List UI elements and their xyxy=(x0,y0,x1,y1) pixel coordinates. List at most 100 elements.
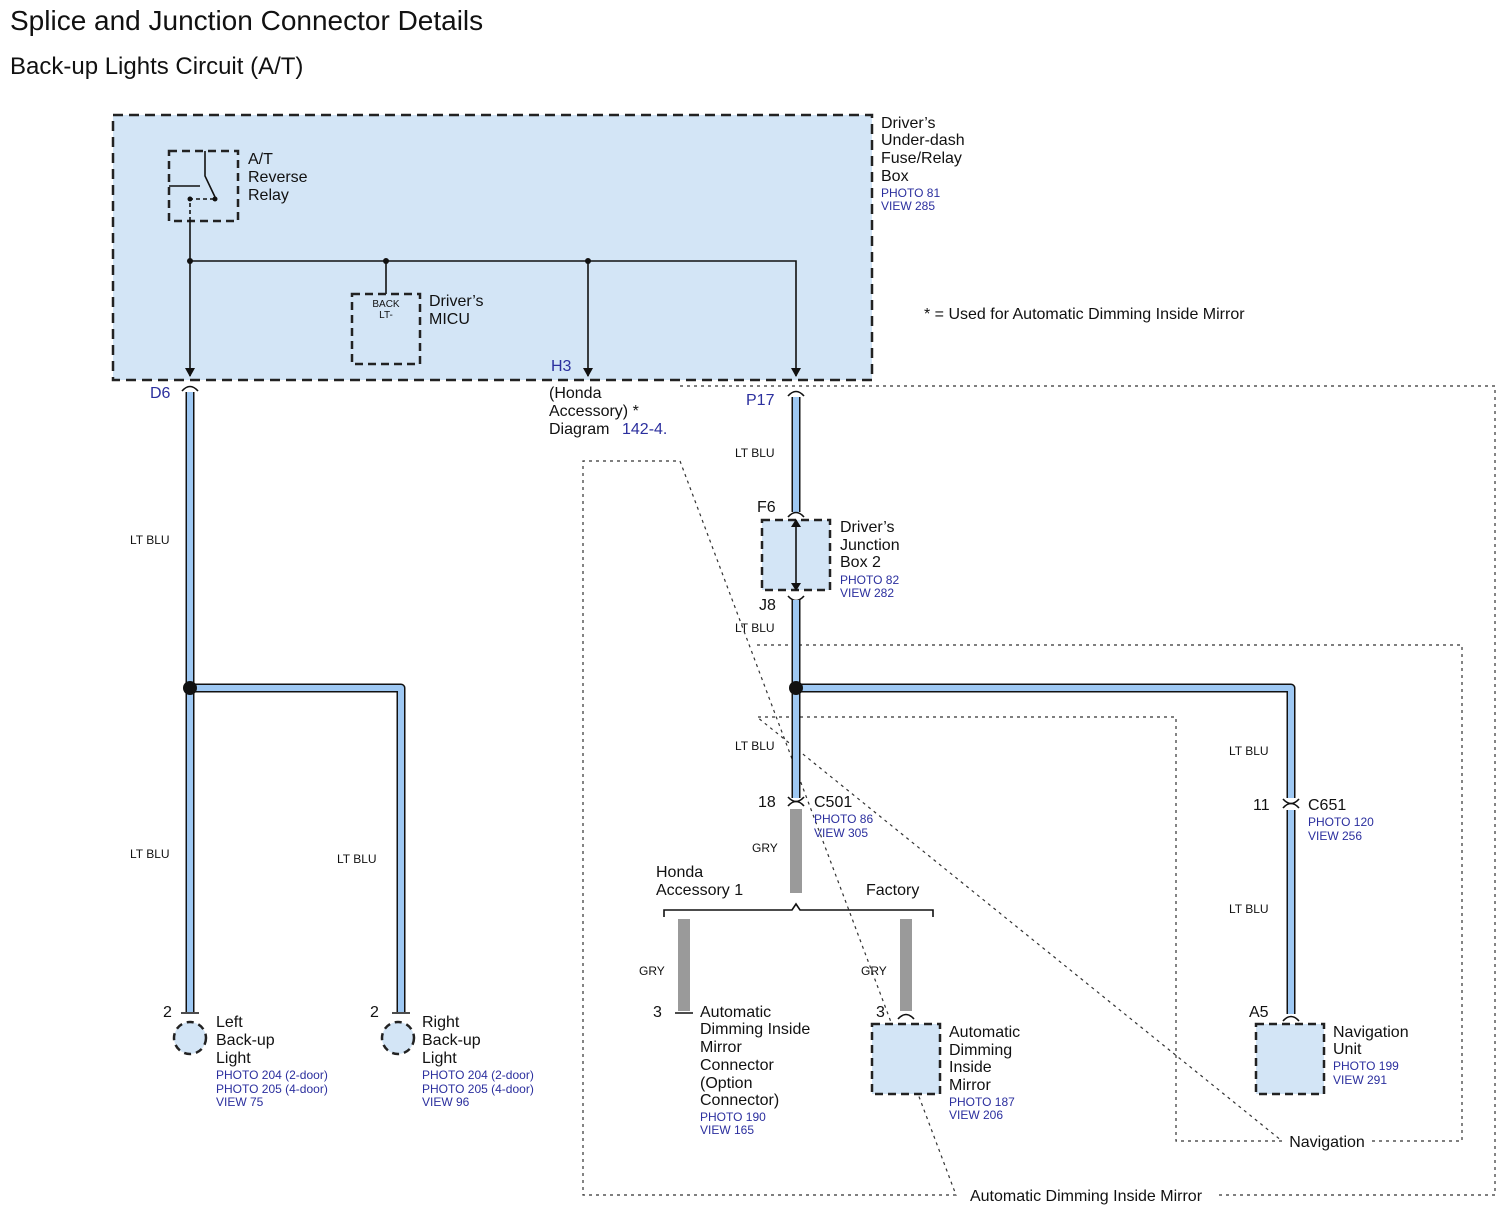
connector-mark xyxy=(181,385,199,392)
svg-text:VIEW 96: VIEW 96 xyxy=(422,1095,470,1109)
option-bracket xyxy=(663,902,934,917)
svg-text:Light: Light xyxy=(216,1050,251,1067)
bus-node xyxy=(383,258,389,264)
svg-text:Connector): Connector) xyxy=(700,1092,779,1109)
svg-text:Under-dash: Under-dash xyxy=(881,132,965,149)
c651-name: C651 xyxy=(1308,797,1346,814)
reverse-relay-box xyxy=(167,149,240,223)
mirror-connector-name: Automatic Dimming Inside Mirror Connecto… xyxy=(700,1004,810,1137)
connector-mark xyxy=(787,390,805,397)
pin-number: 2 xyxy=(163,1004,172,1021)
svg-text:PHOTO 205 (4-door): PHOTO 205 (4-door) xyxy=(216,1082,328,1096)
wire-color-label: LT BLU xyxy=(735,621,775,635)
pin-number: 2 xyxy=(370,1004,379,1021)
svg-text:VIEW 291: VIEW 291 xyxy=(1333,1073,1387,1087)
arrow-icon xyxy=(185,368,195,377)
svg-text:Inside: Inside xyxy=(949,1059,992,1076)
svg-text:Mirror: Mirror xyxy=(700,1039,742,1056)
svg-text:Diagram: Diagram xyxy=(549,421,609,438)
pin-number: 3 xyxy=(653,1004,662,1021)
arrow-icon xyxy=(583,368,593,377)
svg-text:(Honda: (Honda xyxy=(549,385,602,402)
terminal-f6: F6 xyxy=(757,499,776,516)
mirror-region-outline xyxy=(582,385,1496,1196)
micu-name: MICU xyxy=(429,311,470,328)
svg-text:PHOTO 81: PHOTO 81 xyxy=(881,186,940,200)
wire-color-label: GRY xyxy=(861,964,887,978)
pin-number: 11 xyxy=(1253,797,1270,814)
svg-text:PHOTO 205 (4-door): PHOTO 205 (4-door) xyxy=(422,1082,534,1096)
c651-ref: VIEW 256 xyxy=(1308,829,1362,843)
terminal-d6: D6 xyxy=(150,385,171,402)
junction-box-name: Driver’s Junction Box 2 PHOTO 82 VIEW 28… xyxy=(840,519,900,600)
svg-text:Driver’s: Driver’s xyxy=(840,519,895,536)
svg-text:Right: Right xyxy=(422,1014,460,1031)
svg-text:Mirror: Mirror xyxy=(949,1077,991,1094)
svg-text:Back-up: Back-up xyxy=(422,1032,481,1049)
branch-accessory: Honda xyxy=(656,864,703,881)
diagram-link[interactable]: 142-4. xyxy=(622,421,667,438)
page-title: Splice and Junction Connector Details xyxy=(10,5,483,36)
pin-number: A5 xyxy=(1249,1004,1269,1021)
svg-text:Light: Light xyxy=(422,1050,457,1067)
svg-text:Automatic: Automatic xyxy=(700,1004,771,1021)
branch-accessory: Accessory 1 xyxy=(656,882,743,899)
svg-text:PHOTO 82: PHOTO 82 xyxy=(840,573,899,587)
terminal-h3: H3 xyxy=(551,358,572,375)
svg-text:PHOTO 204 (2-door): PHOTO 204 (2-door) xyxy=(216,1068,328,1082)
branch-factory: Factory xyxy=(866,882,919,899)
svg-text:Dimming: Dimming xyxy=(949,1042,1012,1059)
arrow-icon xyxy=(791,583,801,591)
svg-text:PHOTO 199: PHOTO 199 xyxy=(1333,1059,1399,1073)
terminal-p17: P17 xyxy=(746,392,775,409)
page-subtitle: Back-up Lights Circuit (A/T) xyxy=(10,53,303,80)
arrow-icon xyxy=(791,368,801,377)
svg-text:Fuse/Relay: Fuse/Relay xyxy=(881,150,962,167)
bus-node xyxy=(187,258,193,264)
svg-text:VIEW 285: VIEW 285 xyxy=(881,199,935,213)
wire-color-label: GRY xyxy=(752,841,778,855)
svg-text:VIEW 165: VIEW 165 xyxy=(700,1123,754,1137)
splice-point xyxy=(183,681,197,695)
wire-navigation xyxy=(796,683,1296,798)
svg-text:Back-up: Back-up xyxy=(216,1032,275,1049)
mirror-name: Automatic Dimming Inside Mirror PHOTO 18… xyxy=(949,1024,1020,1122)
c501-ref: PHOTO 86 xyxy=(814,812,873,826)
svg-text:Automatic: Automatic xyxy=(949,1024,1020,1041)
h3-note: (Honda Accessory) * Diagram 142-4. xyxy=(549,385,667,438)
micu-pin-label: BACK xyxy=(372,299,400,310)
micu-name: Driver’s xyxy=(429,293,484,310)
svg-text:Box: Box xyxy=(881,168,909,185)
svg-text:VIEW 282: VIEW 282 xyxy=(840,586,894,600)
navigation-unit-box xyxy=(1254,1022,1326,1096)
svg-text:Junction: Junction xyxy=(840,537,900,554)
pin-number: 3 xyxy=(876,1004,885,1021)
svg-text:Unit: Unit xyxy=(1333,1041,1362,1058)
bus-node xyxy=(585,258,591,264)
svg-text:PHOTO 204 (2-door): PHOTO 204 (2-door) xyxy=(422,1068,534,1082)
wire-color-label: LT BLU xyxy=(1229,902,1269,916)
mirror-box xyxy=(870,1022,942,1096)
micu-pin-label: LT- xyxy=(379,310,393,321)
c651-ref: PHOTO 120 xyxy=(1308,815,1374,829)
svg-text:Reverse: Reverse xyxy=(248,169,308,186)
left-backup-light-icon xyxy=(172,1020,208,1056)
fuse-box-name: Driver’s Under-dash Fuse/Relay Box PHOTO… xyxy=(881,115,965,213)
fuse-relay-box xyxy=(111,113,874,382)
wire-color-label: LT BLU xyxy=(130,533,170,547)
c501-ref: VIEW 305 xyxy=(814,826,868,840)
svg-text:Left: Left xyxy=(216,1014,243,1031)
arrow-icon xyxy=(791,519,801,527)
navigation-region-label: Navigation xyxy=(1289,1134,1365,1151)
wire-right-light xyxy=(190,683,406,1012)
svg-text:Navigation: Navigation xyxy=(1333,1024,1409,1041)
mirror-region-label: Automatic Dimming Inside Mirror xyxy=(970,1188,1203,1205)
splice-point xyxy=(789,681,803,695)
svg-text:PHOTO 190: PHOTO 190 xyxy=(700,1110,766,1124)
footnote: * = Used for Automatic Dimming Inside Mi… xyxy=(924,306,1245,323)
wire-color-label: LT BLU xyxy=(337,852,377,866)
svg-text:A/T: A/T xyxy=(248,151,273,168)
svg-text:VIEW 206: VIEW 206 xyxy=(949,1108,1003,1122)
svg-text:Driver’s: Driver’s xyxy=(881,115,936,132)
